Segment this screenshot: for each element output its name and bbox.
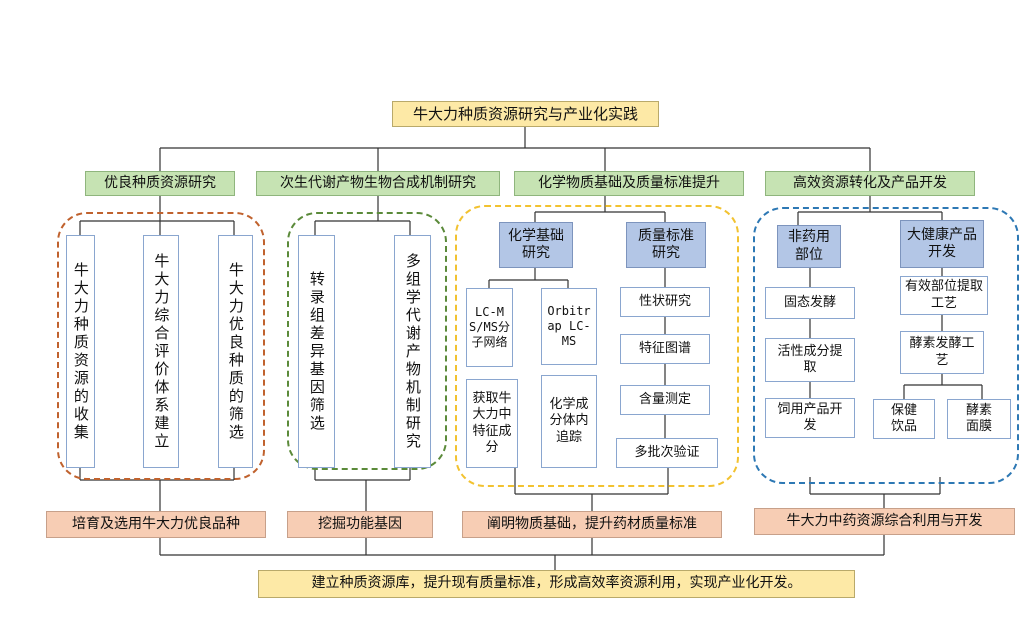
enzyme-mask-box: 酵素面膜 — [947, 399, 1011, 439]
multiomics-box: 多组学代谢产物机制研究 — [394, 235, 431, 468]
health-drink-box: 保健饮品 — [873, 399, 935, 439]
non-medicinal-header: 非药用部位 — [777, 225, 841, 268]
trait-study-box: 性状研究 — [620, 287, 710, 317]
category-germplasm: 优良种质资源研究 — [85, 171, 235, 196]
orbitrap-box: Orbitrap LC-MS — [541, 288, 597, 365]
outcome-breeding: 培育及选用牛大力优良品种 — [46, 511, 266, 538]
quality-standard-header: 质量标准研究 — [626, 222, 706, 268]
superior-germplasm-box: 牛大力优良种质的筛选 — [218, 235, 253, 468]
root-title: 牛大力种质资源研究与产业化实践 — [392, 101, 659, 127]
health-product-header: 大健康产品开发 — [900, 220, 984, 268]
germplasm-collection-box: 牛大力种质资源的收集 — [66, 235, 95, 468]
batch-validation-box: 多批次验证 — [616, 438, 718, 468]
outcome-quality: 阐明物质基础，提升药材质量标准 — [462, 511, 722, 538]
active-extraction-box: 活性成分提取 — [765, 338, 855, 382]
lcms-network-box: LC-MS/MS分子网络 — [466, 288, 513, 367]
in-vivo-tracking-box: 化学成分体内追踪 — [541, 375, 597, 468]
fingerprint-box: 特征图谱 — [620, 334, 710, 364]
solid-fermentation-box: 固态发酵 — [765, 287, 855, 319]
characteristic-components-box: 获取牛大力中特征成分 — [466, 379, 518, 468]
outcome-genes: 挖掘功能基因 — [287, 511, 433, 538]
category-biosynthesis: 次生代谢产物生物合成机制研究 — [256, 171, 500, 196]
group-container-germplasm — [57, 212, 265, 480]
effective-part-box: 有效部位提取工艺 — [900, 276, 988, 315]
enzyme-process-box: 酵素发酵工艺 — [900, 331, 984, 374]
conclusion-bar: 建立种质资源库，提升现有质量标准，形成高效率资源利用，实现产业化开发。 — [258, 570, 855, 598]
category-chemistry: 化学物质基础及质量标准提升 — [514, 171, 744, 196]
group-container-products — [753, 207, 1019, 484]
outcome-utilization: 牛大力中药资源综合利用与开发 — [754, 508, 1015, 535]
group-container-biosynthesis — [287, 212, 447, 470]
content-determination-box: 含量测定 — [620, 385, 710, 415]
evaluation-system-box: 牛大力综合评价体系建立 — [143, 235, 179, 468]
category-products: 高效资源转化及产品开发 — [765, 171, 975, 196]
chem-basis-header: 化学基础研究 — [499, 222, 573, 268]
transcriptome-box: 转录组差异基因筛选 — [298, 235, 335, 468]
group-container-chemistry — [455, 205, 739, 487]
feed-product-box: 饲用产品开发 — [765, 398, 855, 438]
